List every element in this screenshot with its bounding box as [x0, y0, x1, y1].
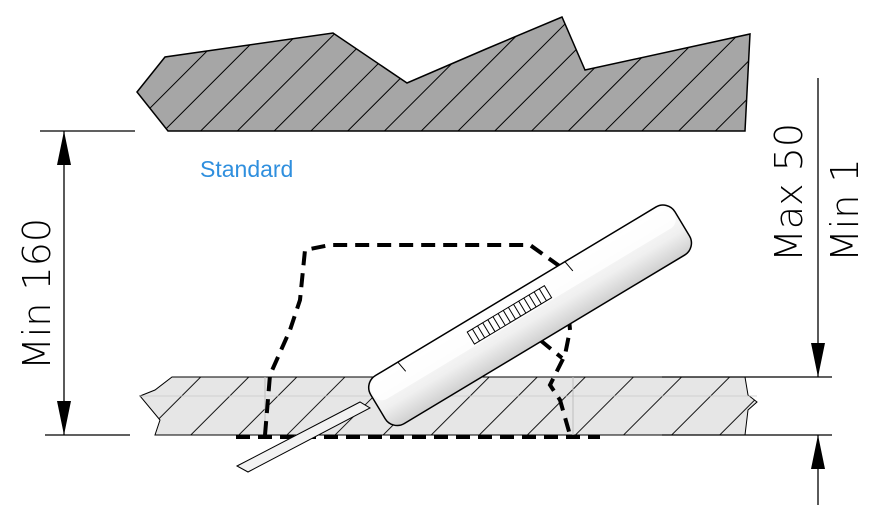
min-height-label: Min 160	[15, 218, 59, 370]
driver-device	[367, 204, 693, 427]
standard-label: Standard	[200, 156, 293, 182]
mounting-strip	[235, 401, 372, 473]
vent-slots	[466, 285, 553, 345]
min-gap-label: Min 1	[823, 158, 867, 262]
max-gap-label: Max 50	[767, 123, 811, 262]
dimension-gap	[662, 78, 832, 505]
dimension-min-height	[40, 130, 135, 436]
structural-slab	[136, 16, 751, 132]
dashed-outline	[236, 243, 600, 439]
ceiling-panel	[139, 376, 758, 436]
